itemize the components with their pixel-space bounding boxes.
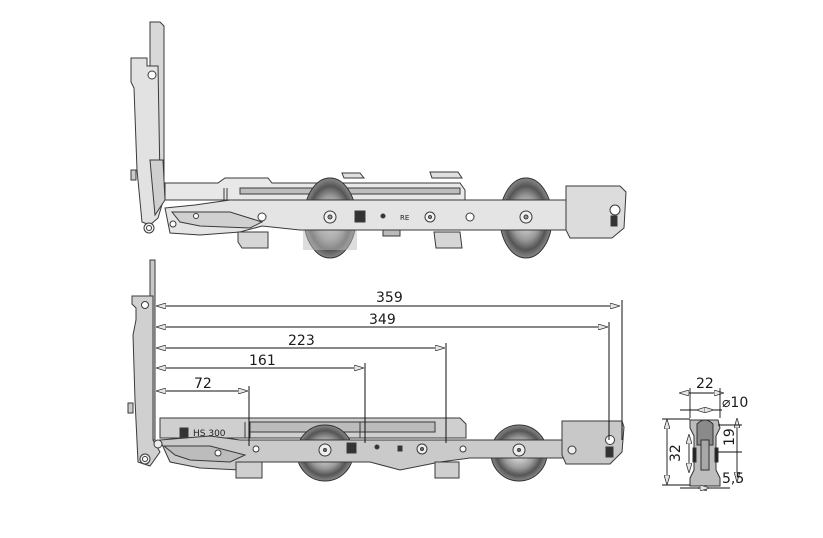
guide-feet-top [237,229,463,249]
dimension-161: 161 [249,353,276,369]
main-bar-top [164,199,607,236]
dimension-349: 349 [369,312,396,328]
end-cap-top [565,185,627,239]
dimension-height-32: 32 [668,444,684,462]
top-view-assembly: RE [130,21,627,259]
dimension-223: 223 [288,333,315,349]
side-view-assembly: HS 300 [127,259,625,482]
cross-section-dimension-lines [662,388,742,488]
dimension-359: 359 [376,290,403,306]
side-end-cap [561,420,625,465]
side-vertical-arm [127,259,161,467]
cross-section-part [689,419,721,487]
dimension-offset-5-5: 5,5 [722,471,744,487]
dimension-diameter-10: ⌀10 [722,395,748,411]
model-label: HS 300 [193,429,226,439]
dimension-72: 72 [194,376,212,392]
dimension-width-22: 22 [696,376,714,392]
side-main-bar [153,427,601,471]
dimension-height-19: 19 [722,428,738,446]
marking-re: RE [400,214,409,222]
dimension-lines [156,300,623,446]
side-feet [235,461,460,479]
vertical-arm [130,21,166,234]
cross-section-view: 22 ⌀10 32 19 5,5 [662,376,748,488]
